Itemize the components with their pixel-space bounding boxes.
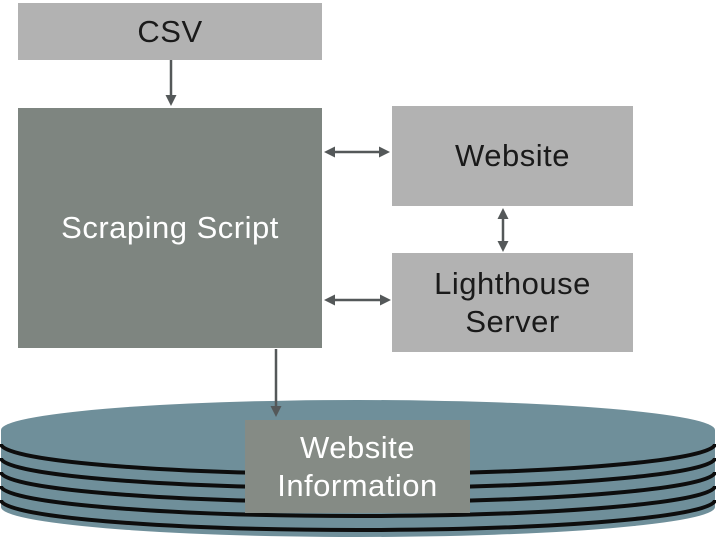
node-website-information-label: Website Information xyxy=(277,429,438,503)
arrow-scraping-lighthouse xyxy=(324,294,391,306)
arrowhead-down-icon xyxy=(497,241,509,252)
arrows-layer xyxy=(165,60,509,417)
arrowhead-right-icon xyxy=(379,146,390,158)
arrowhead-up-icon xyxy=(497,208,509,219)
node-scraping-script: Scraping Script xyxy=(18,108,322,348)
node-website-label: Website xyxy=(455,138,570,174)
arrowhead-left-icon xyxy=(324,294,335,306)
node-lighthouse-server: Lighthouse Server xyxy=(392,253,633,352)
node-lighthouse-server-label: Lighthouse Server xyxy=(434,265,591,339)
disk-line xyxy=(0,485,716,518)
arrow-scraping-to-database xyxy=(270,349,282,417)
node-csv-label: CSV xyxy=(137,13,203,49)
arrowhead-right-icon xyxy=(380,294,391,306)
node-csv: CSV xyxy=(18,3,322,60)
node-website: Website xyxy=(392,106,633,206)
arrowhead-left-icon xyxy=(324,146,335,158)
disk-line xyxy=(0,499,716,532)
arrow-website-lighthouse xyxy=(497,208,509,252)
arrowhead-down-icon xyxy=(270,406,282,417)
arrowhead-down-icon xyxy=(165,95,177,106)
arrow-scraping-website xyxy=(324,146,390,158)
node-website-information: Website Information xyxy=(245,420,470,513)
node-scraping-script-label: Scraping Script xyxy=(61,210,279,246)
arrow-csv-to-scraping xyxy=(165,60,177,106)
